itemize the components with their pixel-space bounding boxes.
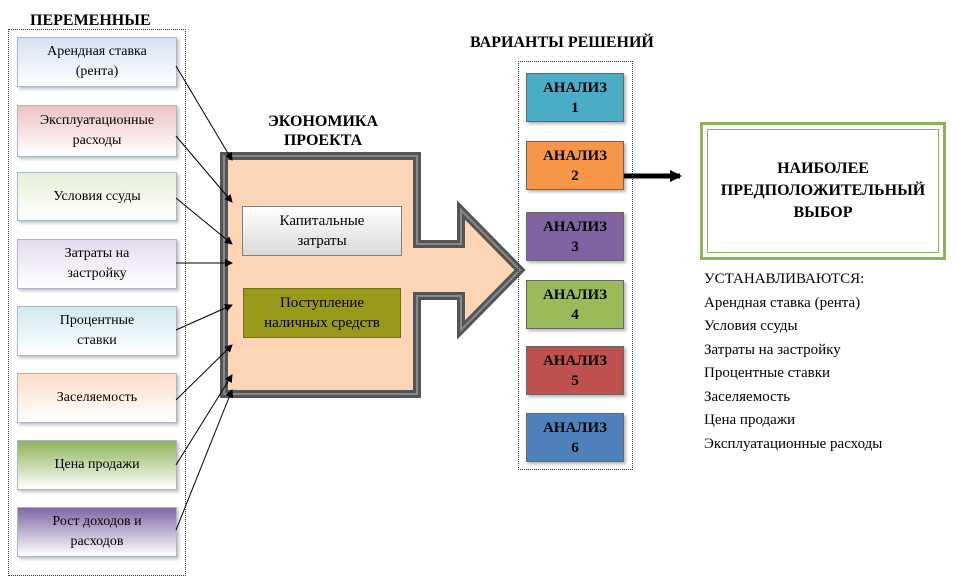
- connector-interest: [175, 304, 233, 331]
- analysis-6: АНАЛИЗ 6: [526, 413, 624, 462]
- variable-sale-price: Цена продажи: [17, 440, 177, 490]
- connector-growth: [175, 389, 234, 531]
- established-list: УСТАНАВЛИВАЮТСЯ: Арендная ставка (рента)…: [704, 268, 882, 456]
- analysis-number: 5: [571, 372, 579, 389]
- variable-label: Цена продажи: [54, 457, 140, 472]
- analysis-label: АНАЛИЗ: [542, 419, 608, 436]
- variable-label: Арендная ставка: [47, 44, 147, 59]
- analysis-number: 4: [571, 306, 579, 323]
- variable-construction-costs: Затраты на застройку: [17, 239, 177, 289]
- variable-label: Рост доходов и: [52, 514, 142, 529]
- project-arrow-shape: [220, 152, 526, 398]
- capital-costs-label: затраты: [297, 233, 347, 249]
- variable-occupancy: Заселяемость: [17, 373, 177, 423]
- variable-label: Процентные: [59, 313, 135, 328]
- variable-loan-terms: Условия ссуды: [17, 172, 177, 221]
- analysis-3: АНАЛИЗ 3: [526, 212, 624, 261]
- variable-label: Эксплуатационные: [39, 113, 155, 128]
- variable-interest-rates: Процентные ставки: [17, 306, 177, 356]
- variables-heading: ПЕРЕМЕННЫЕ: [30, 12, 151, 29]
- variable-label: расходы: [72, 133, 122, 148]
- established-item: Эксплуатационные расходы: [704, 435, 883, 452]
- analysis-1: АНАЛИЗ 1: [526, 73, 624, 122]
- variables-container: [8, 29, 186, 576]
- analysis-label: АНАЛИЗ: [542, 218, 608, 235]
- variable-label: застройку: [67, 266, 127, 281]
- analysis-label: АНАЛИЗ: [542, 79, 608, 96]
- analysis-label: АНАЛИЗ: [542, 147, 608, 164]
- established-item: Условия ссуды: [704, 318, 798, 334]
- variable-rent: Арендная ставка (рента): [17, 37, 177, 87]
- connector-sale: [175, 374, 233, 466]
- connector-occupancy: [175, 344, 233, 401]
- connector-rent: [175, 65, 233, 161]
- analysis-label: АНАЛИЗ: [542, 286, 608, 303]
- connector-operating: [175, 135, 233, 203]
- best-choice-line: ПРЕДПОЛОЖИТЕЛЬНЫЙ: [720, 182, 926, 199]
- analysis-5: АНАЛИЗ 5: [526, 346, 624, 395]
- analysis-4: АНАЛИЗ 4: [526, 280, 624, 329]
- established-item: Затраты на застройку: [704, 341, 841, 358]
- analysis-number: 6: [571, 439, 579, 456]
- best-choice-line: ВЫБОР: [793, 204, 853, 221]
- analysis-label: АНАЛИЗ: [542, 352, 608, 369]
- economics-heading-line: ПРОЕКТА: [283, 132, 363, 149]
- analysis-number: 3: [571, 238, 579, 255]
- capital-costs-label: Капитальные: [279, 213, 365, 229]
- analysis-2: АНАЛИЗ 2: [526, 141, 624, 190]
- variable-label: (рента): [75, 64, 119, 79]
- best-choice-box: НАИБОЛЕЕ ПРЕДПОЛОЖИТЕЛЬНЫЙ ВЫБОР: [700, 122, 946, 260]
- analysis-number: 2: [571, 167, 579, 184]
- variable-operating-costs: Эксплуатационные расходы: [17, 105, 177, 157]
- established-item: Арендная ставка (рента): [704, 294, 861, 311]
- solutions-container: [518, 61, 633, 470]
- capital-costs-box: Капитальные затраты: [242, 206, 402, 256]
- established-item: Заселяемость: [704, 388, 791, 405]
- cash-inflow-label: Поступление: [279, 295, 365, 311]
- connector-loan: [175, 197, 233, 245]
- variable-label: Условия ссуды: [53, 188, 141, 204]
- variable-income-expense-growth: Рост доходов и расходов: [17, 507, 177, 557]
- economics-heading-line: ЭКОНОМИКА: [267, 113, 379, 130]
- variable-label: ставки: [77, 333, 117, 348]
- economics-heading: ЭКОНОМИКА ПРОЕКТА: [248, 112, 398, 150]
- analysis-number: 1: [571, 99, 579, 116]
- established-title: УСТАНАВЛИВАЮТСЯ:: [704, 271, 865, 287]
- variable-label: расходов: [70, 534, 124, 549]
- best-choice-line: НАИБОЛЕЕ: [777, 160, 869, 177]
- variable-label: Затраты на: [64, 246, 130, 261]
- variable-label: Заселяемость: [56, 390, 138, 405]
- established-item: Процентные ставки: [704, 365, 831, 381]
- solutions-heading: ВАРИАНТЫ РЕШЕНИЙ: [470, 34, 654, 51]
- established-item: Цена продажи: [704, 412, 796, 428]
- cash-inflow-label: наличных средств: [264, 315, 380, 331]
- cash-inflow-box: Поступление наличных средств: [243, 288, 401, 338]
